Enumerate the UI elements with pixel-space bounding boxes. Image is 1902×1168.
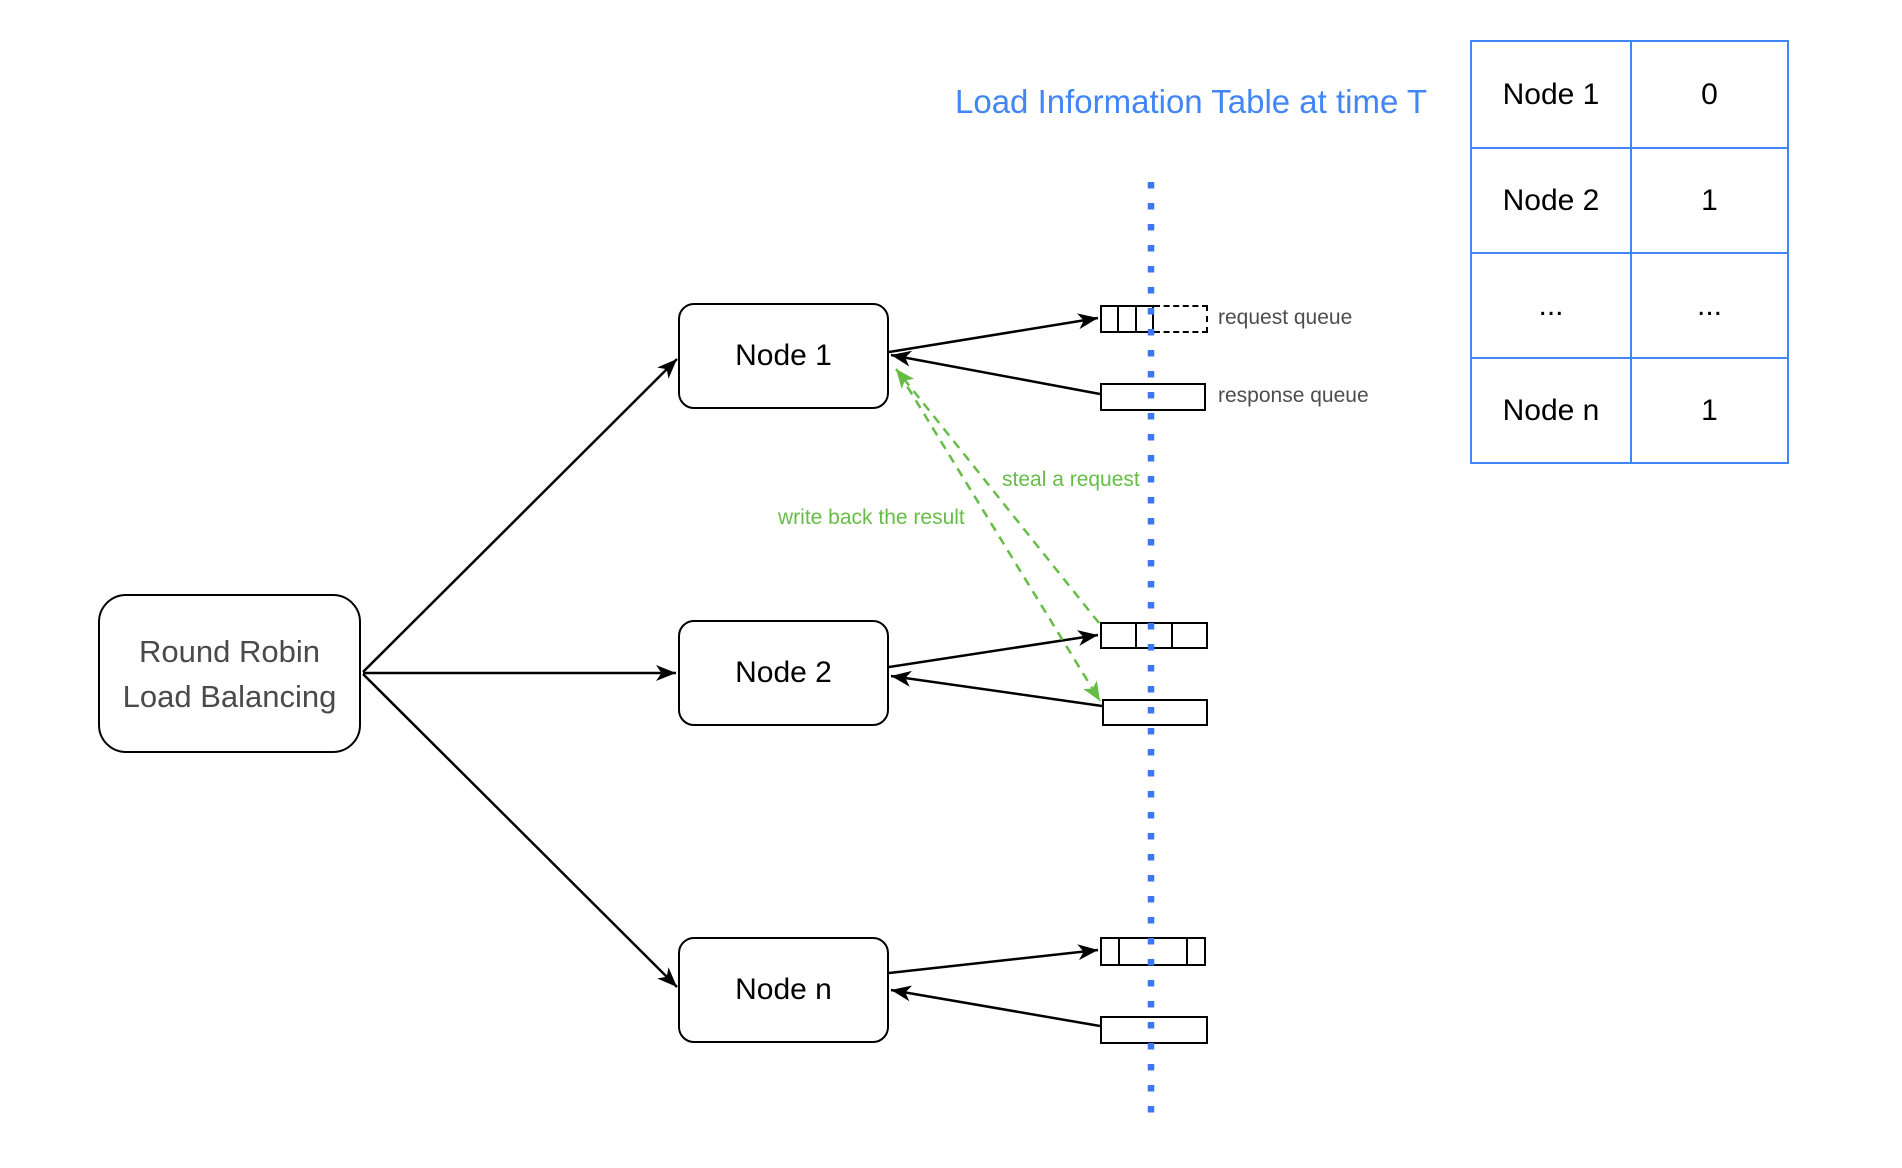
- arrow-balancer-to-noden: [362, 673, 678, 988]
- queue-slot: [1137, 307, 1152, 331]
- node-1-label: Node 1: [735, 339, 832, 372]
- node-n-request-queue: [1100, 937, 1206, 966]
- node-1-request-queue: [1100, 305, 1154, 333]
- write-back-label: write back the result: [778, 506, 965, 529]
- arrow-write-back-result: [897, 372, 1102, 702]
- queue-slot: [1188, 939, 1204, 964]
- table-cell-node: Node n: [1472, 357, 1630, 462]
- table-cell-node: ...: [1472, 252, 1630, 357]
- table-cell-load: 0: [1630, 42, 1787, 147]
- table-cell-load: ...: [1630, 252, 1787, 357]
- node-n-box: Node n: [678, 937, 889, 1043]
- response-queue-label: response queue: [1218, 384, 1369, 407]
- queue-slot: [1102, 939, 1120, 964]
- table-cell-node: Node 1: [1502, 77, 1600, 111]
- arrow-node2-to-request-queue: [888, 630, 1099, 669]
- load-table-title: Load Information Table at time T: [955, 83, 1428, 120]
- queue-slot: [1119, 307, 1137, 331]
- node-2-box: Node 2: [678, 620, 889, 726]
- node-1-request-queue-overflow: [1154, 305, 1208, 333]
- balancer-label: Round Robin Load Balancing: [122, 633, 337, 714]
- node-1-box: Node 1: [678, 303, 889, 409]
- arrow-steal-request: [895, 368, 1100, 624]
- node-n-response-queue: [1100, 1016, 1208, 1044]
- arrow-response-queue-to-node1: [890, 350, 1101, 396]
- node-2-request-queue: [1100, 622, 1208, 649]
- node-2-response-queue: [1102, 699, 1208, 726]
- node-2-label: Node 2: [735, 656, 832, 689]
- table-cell-load: 1: [1630, 357, 1787, 462]
- queue-slot: [1102, 624, 1138, 647]
- arrow-noden-to-request-queue: [888, 944, 1099, 975]
- request-queue-label: request queue: [1218, 306, 1353, 329]
- arrow-response-queue-to-noden: [890, 985, 1101, 1028]
- arrow-response-queue-to-node2: [890, 670, 1103, 708]
- round-robin-balancer-box: Round Robin Load Balancing: [98, 594, 361, 753]
- table-cell-load: 1: [1630, 147, 1787, 252]
- arrow-node1-to-request-queue: [888, 313, 1099, 354]
- queue-slot: [1120, 939, 1189, 964]
- table-cell-node: Node 2: [1472, 147, 1630, 252]
- steal-request-label: steal a request: [1002, 468, 1140, 491]
- queue-slot: [1137, 624, 1173, 647]
- queue-slot: [1173, 624, 1206, 647]
- load-information-table: Node 1 0 Node 2 1 ... ... Node n 1: [1470, 40, 1789, 464]
- node-n-label: Node n: [735, 973, 832, 1006]
- node-1-response-queue: [1100, 383, 1206, 411]
- queue-slot: [1102, 307, 1120, 331]
- arrow-balancer-to-node1: [362, 358, 678, 673]
